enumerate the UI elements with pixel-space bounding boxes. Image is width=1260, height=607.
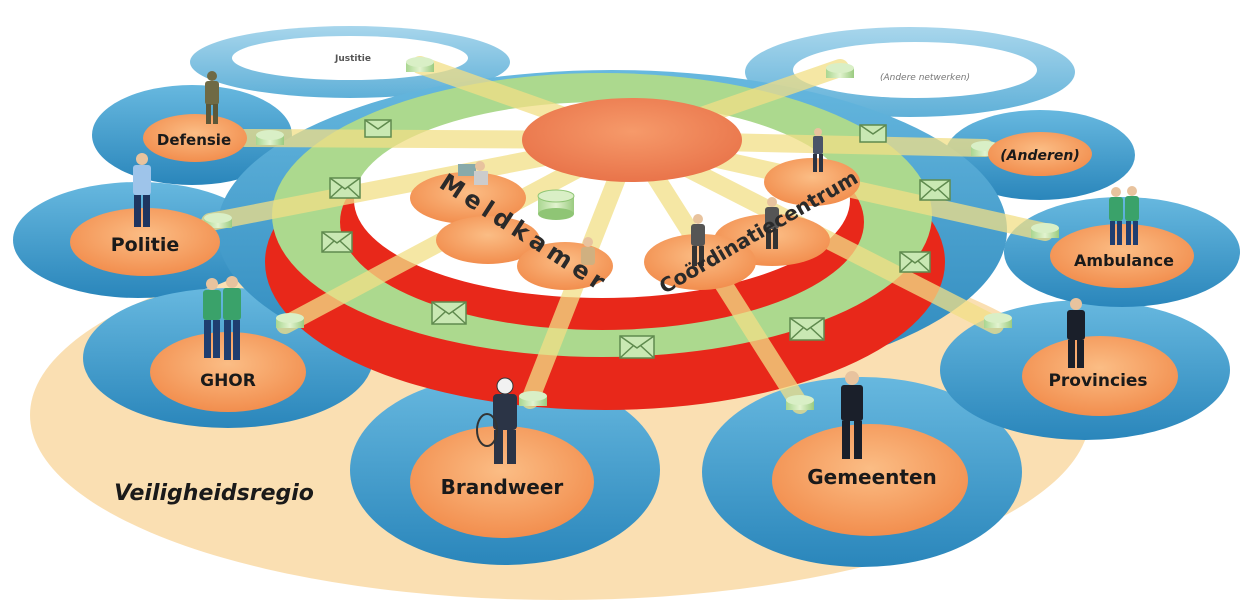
message-envelopes [321,119,951,359]
person-icon-operator-1 [458,161,488,185]
database-icon [537,189,575,220]
andere-netwerken-label: (Andere netwerken) [880,73,970,83]
connector-cylinders [204,57,1059,410]
politie-node [70,208,220,276]
meldkamer-cluster [410,172,613,290]
person-icon-coordinator-2 [765,197,779,249]
justitie-label: Justitie [334,54,371,64]
ghor-label: GHOR [200,371,256,391]
provincies-label: Provincies [1048,371,1147,391]
central-hub [522,98,742,182]
gemeenten-label: Gemeenten [807,465,937,489]
person-icon-defensie [205,71,219,124]
person-icon-provincies [1067,298,1085,368]
ambulance-node [1050,224,1194,288]
person-icon-anderen [813,128,823,172]
anderen-label: (Anderen) [1000,148,1079,164]
person-icon-politie [133,153,151,227]
region-label: Veiligheidsregio [114,481,314,506]
andere-netwerken-network [745,27,1075,117]
provincies-node [1022,336,1178,416]
defensie-label: Defensie [157,131,231,149]
person-icon-coordinator-1 [691,214,705,266]
ambulance-label: Ambulance [1074,251,1174,270]
politie-label: Politie [111,234,180,256]
person-icon-gemeenten [841,371,863,459]
person-icon-ghor [203,276,241,360]
person-icon-brandweer [476,377,517,464]
brandweer-node [410,426,594,538]
ghor-node [150,332,306,412]
gemeenten-node [772,424,968,536]
person-icon-ambulance [1109,186,1139,245]
brandweer-label: Brandweer [441,475,564,499]
defensie-node [143,114,247,162]
person-icon-operator-2 [581,237,595,265]
anderen-node [988,132,1092,176]
